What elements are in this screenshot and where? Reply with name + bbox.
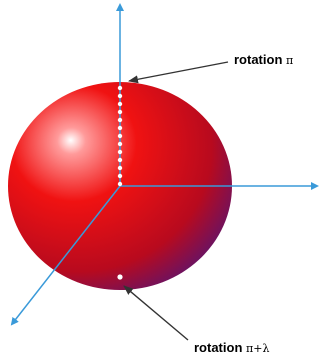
dot (117, 133, 123, 139)
dot (117, 93, 123, 99)
dot (117, 109, 123, 115)
bottom-rotation-symbol: π+λ (246, 342, 270, 355)
dot (117, 141, 123, 147)
top-rotation-word: rotation (234, 52, 283, 67)
bottom-pointer-arrow (123, 285, 189, 341)
bottom-rotation-word: rotation (194, 340, 243, 355)
dot (117, 149, 123, 155)
bottom-rotation-label: rotation π+λ (194, 340, 269, 355)
dot (117, 85, 123, 91)
dot (117, 173, 123, 179)
dot (117, 125, 123, 131)
diagonal-axis (10, 185, 121, 326)
dot (117, 117, 123, 123)
dot (117, 101, 123, 107)
dot (117, 157, 123, 163)
dotted-path (117, 85, 123, 280)
dot (117, 181, 123, 187)
dot (117, 274, 123, 280)
top-rotation-label: rotation π (234, 52, 293, 67)
dot (117, 165, 123, 171)
top-rotation-symbol: π (286, 54, 294, 67)
top-pointer-arrow (128, 61, 229, 84)
